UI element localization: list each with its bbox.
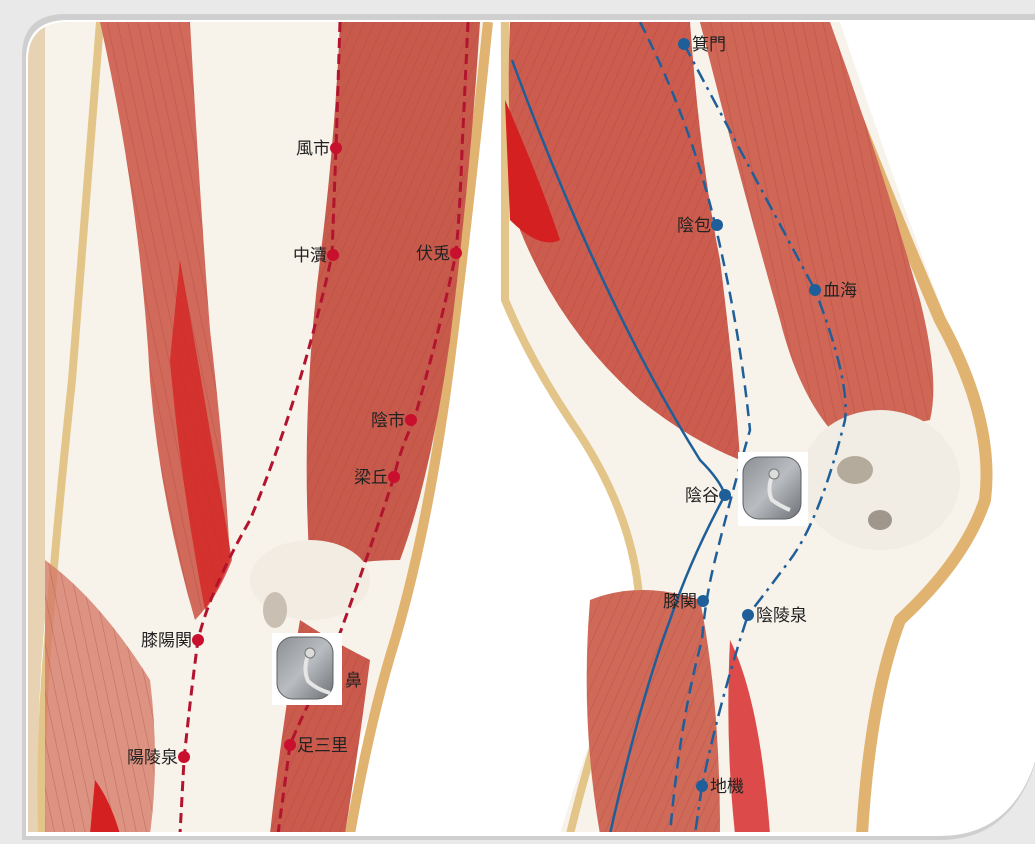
acupoint-label: 箕門 <box>692 35 726 55</box>
electrode-left-snap <box>305 648 315 658</box>
acupoint-label: 陰陵泉 <box>756 606 807 626</box>
patella-shadow-1 <box>837 456 873 484</box>
acupoint-label: 鼻 <box>345 671 362 691</box>
electrode-pad-icon <box>743 457 801 519</box>
acupoint-label: 血海 <box>823 281 857 301</box>
acupoint-label: 膝関 <box>663 592 697 612</box>
acupoint-label: 地機 <box>710 777 744 797</box>
electrode-right-snap <box>769 469 779 479</box>
acupoint-label: 陰市 <box>371 411 405 431</box>
acupoint-label: 膝陽関 <box>141 631 192 651</box>
acupoint-label: 陽陵泉 <box>127 748 178 768</box>
acupoint-dot <box>192 634 204 646</box>
acupoint-label: 足三里 <box>297 736 348 756</box>
acupoint-dot <box>719 489 731 501</box>
acupoint-label: 梁丘 <box>354 468 388 488</box>
acupoint-label: 中瀆 <box>293 246 327 266</box>
acupoint-dot <box>711 219 723 231</box>
fibula-head <box>263 592 287 628</box>
acupoint-dot <box>697 595 709 607</box>
acupoint-dot <box>742 609 754 621</box>
acupoint-dot <box>178 751 190 763</box>
acupoint-label: 伏兎 <box>416 244 450 264</box>
electrode-right[interactable] <box>738 452 808 526</box>
acupoint-dot <box>678 38 690 50</box>
acupoint-label: 風市 <box>296 139 330 159</box>
acupoint-dot <box>330 142 342 154</box>
acupoint-label: 陰包 <box>677 216 711 236</box>
patella-shadow-2 <box>868 510 892 530</box>
acupoint-dot <box>284 739 296 751</box>
acupoint-dot <box>809 284 821 296</box>
acupoint-dot <box>696 780 708 792</box>
acupoint-dot <box>388 471 400 483</box>
acupoint-dot <box>327 249 339 261</box>
electrode-left[interactable] <box>272 633 342 705</box>
acupoint-label: 陰谷 <box>685 486 719 506</box>
acupoint-dubi[interactable]: 鼻 <box>345 671 362 691</box>
acupoint-dot <box>450 247 462 259</box>
acupoint-dot <box>405 414 417 426</box>
